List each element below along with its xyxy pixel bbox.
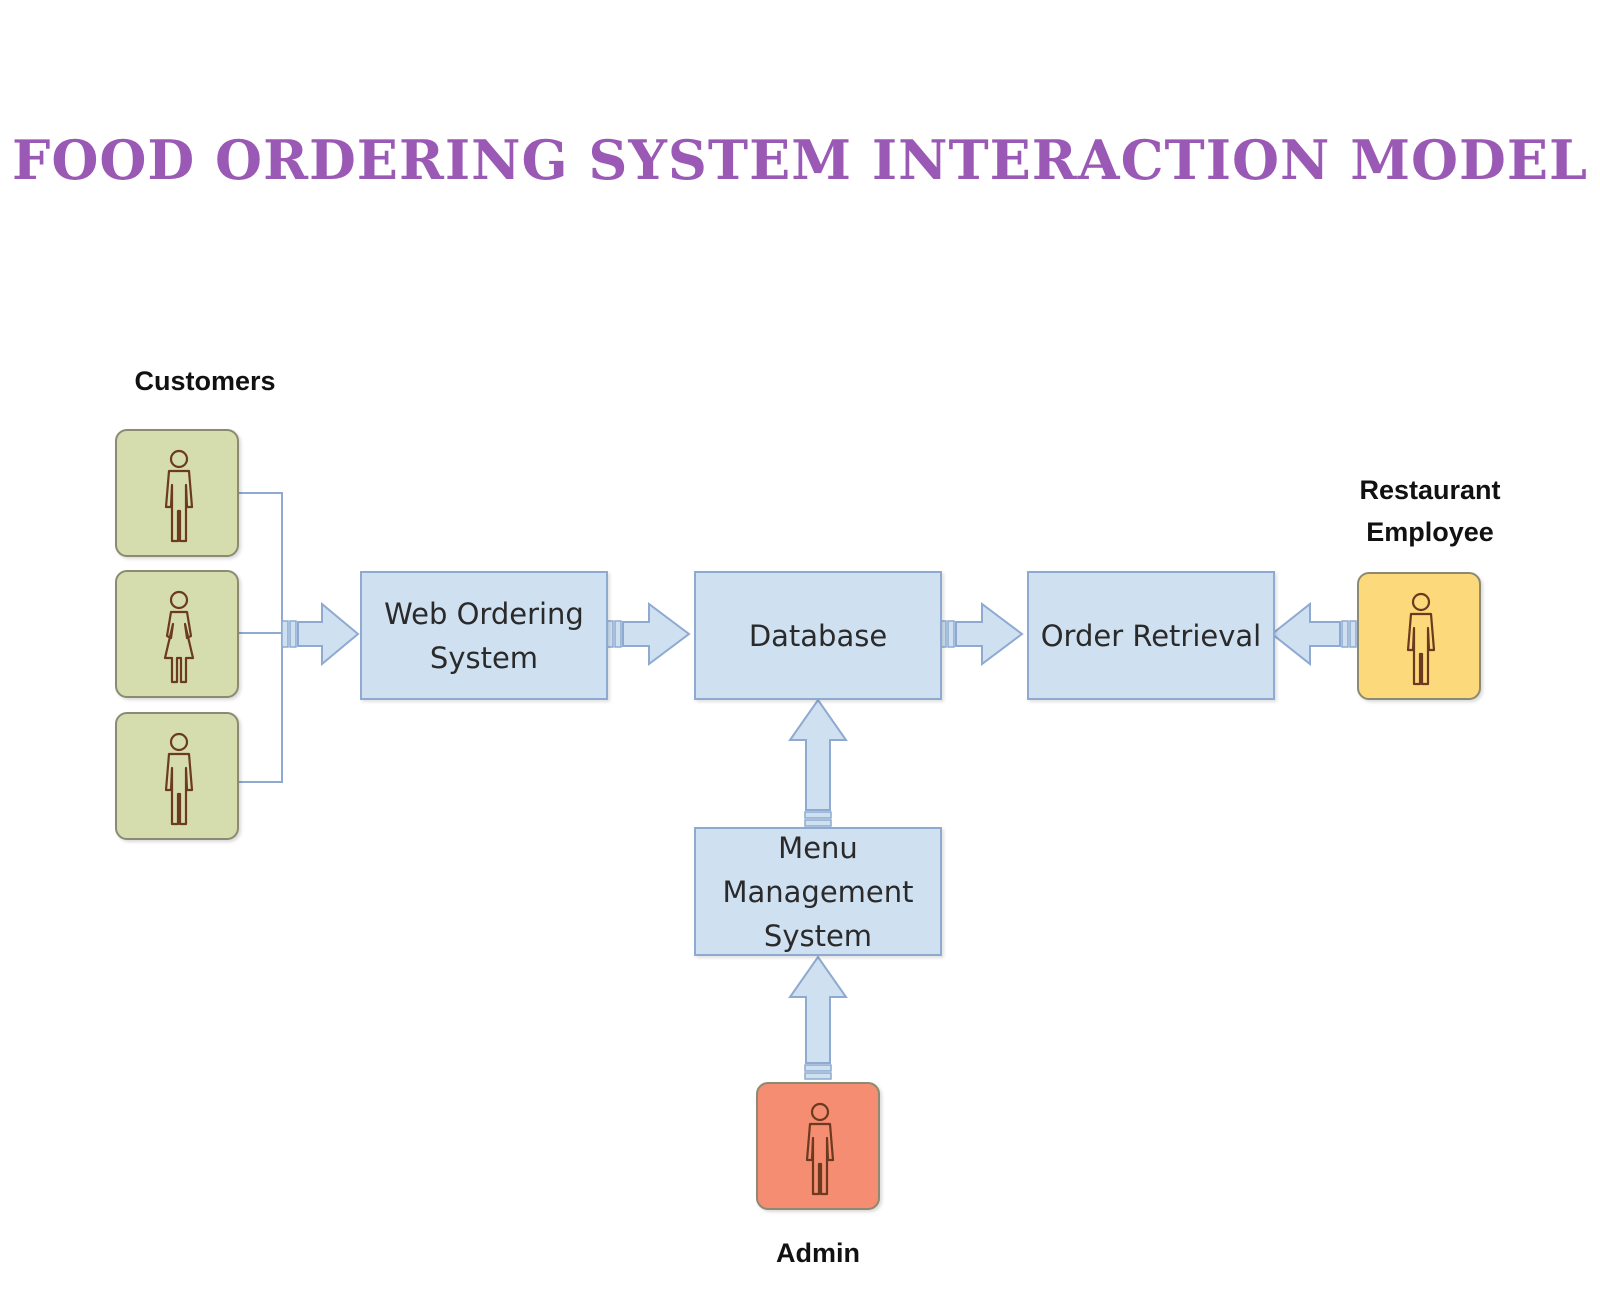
page-title: FOOD ORDERING SYSTEM INTERACTION MODEL bbox=[12, 128, 1588, 192]
male-icon bbox=[805, 1102, 835, 1196]
male-icon bbox=[1406, 592, 1436, 686]
arrow-customers-to-web-ordering bbox=[281, 601, 360, 667]
admin-actor bbox=[756, 1082, 880, 1210]
admin-label: Admin bbox=[776, 1238, 860, 1268]
customer-actor-3 bbox=[115, 712, 239, 840]
male-icon bbox=[164, 449, 194, 543]
arrow-menu-management-to-database bbox=[788, 698, 848, 827]
order-retrieval-box: Order Retrieval bbox=[1027, 571, 1275, 700]
arrow-database-to-order-retrieval bbox=[939, 602, 1024, 666]
menu-management-system-box: Menu Management System bbox=[694, 827, 942, 956]
database-box: Database bbox=[694, 571, 942, 700]
female-icon bbox=[163, 590, 195, 684]
customers-label: Customers bbox=[134, 366, 276, 396]
arrow-web-ordering-to-database bbox=[606, 602, 691, 666]
customer-bracket-line bbox=[238, 492, 283, 783]
customer-actor-2 bbox=[115, 570, 239, 698]
arrow-employee-to-order-retrieval bbox=[1270, 601, 1357, 667]
restaurant-employee-label: Restaurant Employee bbox=[1359, 475, 1501, 547]
web-ordering-system-box: Web Ordering System bbox=[360, 571, 608, 700]
male-icon bbox=[164, 732, 194, 826]
arrow-admin-to-menu-management bbox=[788, 955, 848, 1080]
customer-actor-1 bbox=[115, 429, 239, 557]
restaurant-employee-actor bbox=[1357, 572, 1481, 700]
